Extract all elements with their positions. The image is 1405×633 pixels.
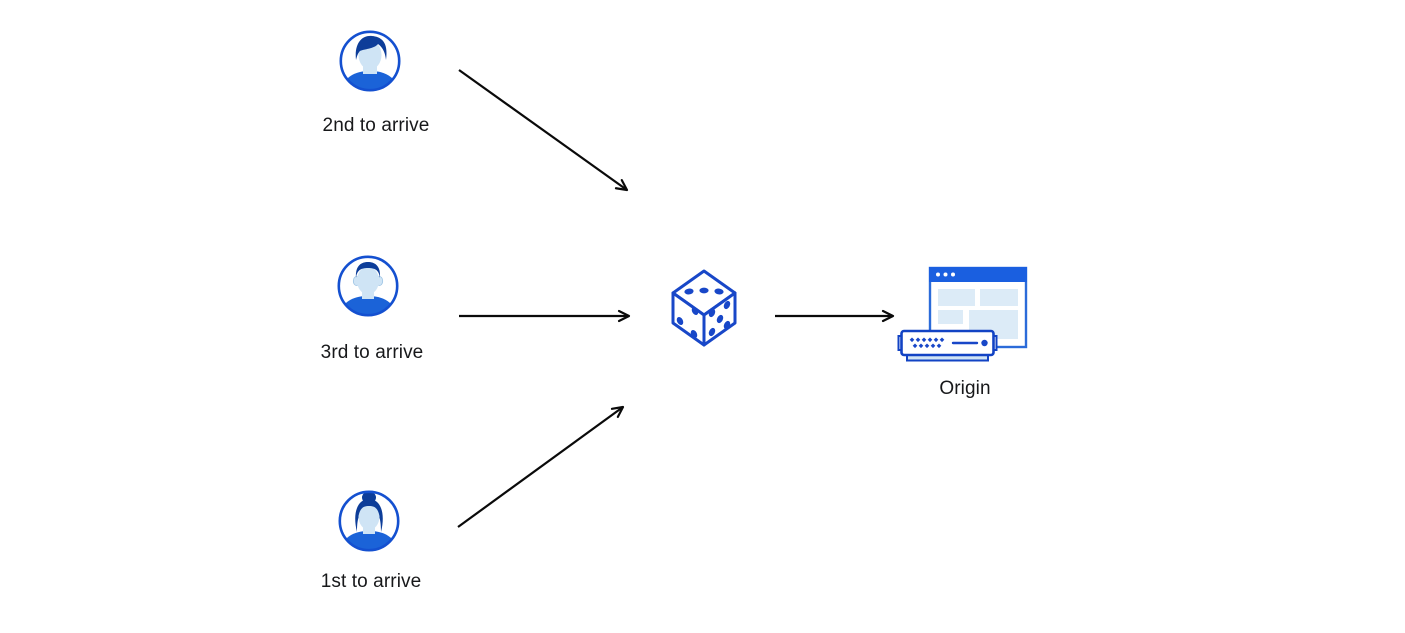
node-origin	[897, 263, 1028, 365]
server-icon	[897, 329, 998, 362]
node-selector	[664, 266, 744, 350]
arrow-second-to-dice	[458, 69, 629, 192]
node-visitor-second	[337, 28, 403, 94]
node-visitor-third	[335, 253, 401, 319]
origin-label: Origin	[939, 378, 991, 399]
male-short-hair-avatar-icon	[337, 255, 399, 317]
node-visitor-first	[336, 488, 402, 554]
arrow-first-to-dice	[457, 405, 625, 528]
origin-server-icon	[897, 266, 1028, 362]
visitor-third-label: 3rd to arrive	[320, 342, 424, 363]
female-avatar-icon	[338, 490, 400, 552]
male-avatar-icon	[339, 30, 401, 92]
dice-icon	[671, 269, 737, 347]
visitor-first-label: 1st to arrive	[320, 571, 422, 592]
visitor-second-label: 2nd to arrive	[322, 115, 430, 136]
